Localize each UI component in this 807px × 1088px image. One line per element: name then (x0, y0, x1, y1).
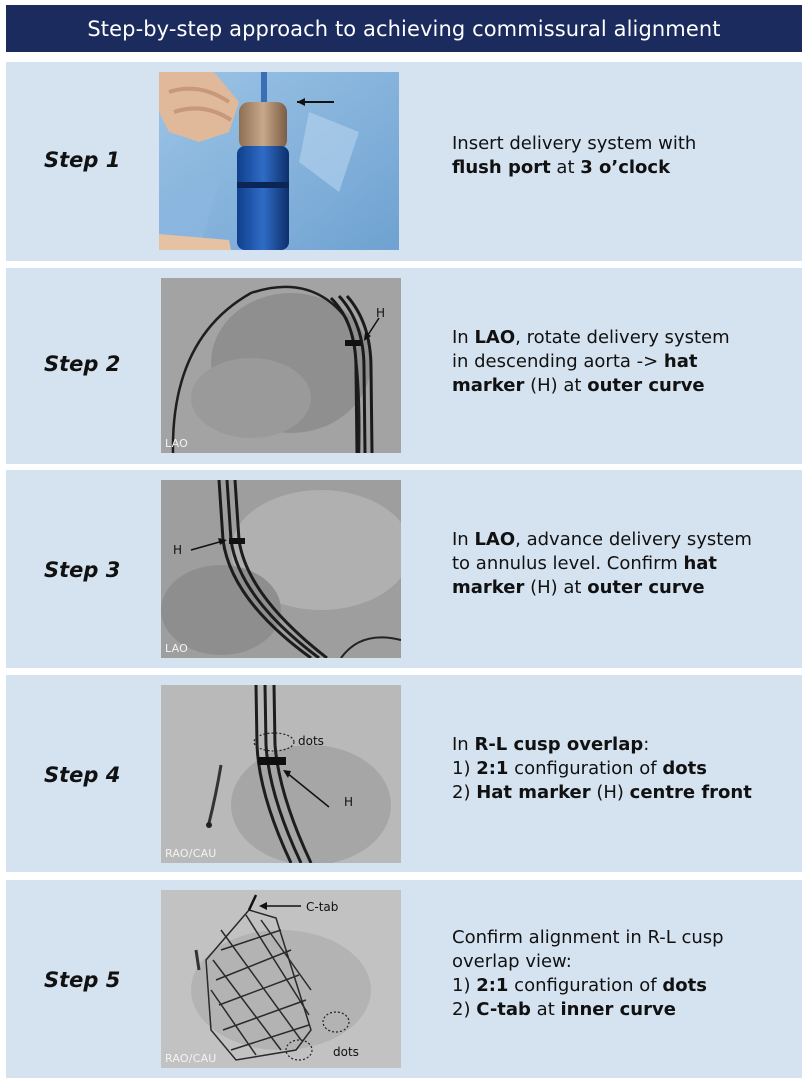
step-label: Step 2 (44, 352, 121, 376)
emphasis-text: dots (662, 758, 707, 779)
view-label: RAO/CAU (165, 1052, 217, 1065)
body-text: : (643, 734, 650, 755)
body-text: (H) at (524, 375, 588, 396)
body-text: In (452, 529, 475, 550)
emphasis-text: LAO (474, 529, 516, 550)
step-panel-2: Step 2 LAO H In LAO, rotate delivery sys… (6, 268, 802, 464)
body-text: configuration of (508, 975, 663, 996)
body-text: , rotate delivery system (515, 327, 730, 348)
body-text: Confirm alignment in R-L cusp (452, 927, 724, 948)
step-label: Step 5 (44, 968, 121, 992)
dots-annotation: dots (333, 1045, 359, 1059)
emphasis-text: marker (452, 375, 525, 396)
body-text: at (530, 999, 561, 1020)
emphasis-text: C-tab (476, 999, 531, 1020)
body-text: configuration of (508, 758, 663, 779)
body-text: to annulus level. Confirm (452, 553, 684, 574)
delivery-system-photo (159, 72, 399, 250)
emphasis-text: 2:1 (476, 975, 509, 996)
step-panel-4: Step 4 RAO/CAU dots H In R-L cusp overla… (6, 675, 802, 872)
emphasis-text: outer curve (587, 577, 705, 598)
hat-marker-annotation: H (173, 543, 183, 557)
emphasis-text: hat (663, 351, 698, 372)
body-text: 1) (452, 975, 477, 996)
hat-marker-annotation: H (376, 306, 386, 320)
step-label: Step 4 (44, 763, 121, 787)
hat-marker-annotation: H (344, 795, 354, 809)
page-title: Step-by-step approach to achieving commi… (6, 5, 802, 52)
emphasis-text: 3 o’clock (580, 157, 671, 178)
step-label: Step 3 (44, 558, 121, 582)
emphasis-text: 2:1 (476, 758, 509, 779)
body-text: In (452, 327, 475, 348)
c-tab-annotation: C-tab (306, 900, 339, 914)
body-text: (H) at (524, 577, 588, 598)
body-text: (H) (590, 782, 630, 803)
emphasis-text: LAO (474, 327, 516, 348)
body-text: overlap view: (452, 951, 572, 972)
step-panel-5: Step 5 RAO/CAU C-tab dots Confirm alignm… (6, 880, 802, 1078)
fluoroscopy-image-rao-cau: RAO/CAU (161, 685, 401, 863)
body-text: In (452, 734, 475, 755)
emphasis-text: outer curve (587, 375, 705, 396)
body-text: 2) (452, 782, 477, 803)
emphasis-text: inner curve (560, 999, 676, 1020)
body-text: 1) (452, 758, 477, 779)
view-label: LAO (165, 437, 188, 450)
step-label: Step 1 (44, 148, 121, 172)
fluoroscopy-image-lao: LAO (161, 278, 401, 453)
view-label: LAO (165, 642, 188, 655)
fluoroscopy-image-rao-cau: RAO/CAU (161, 890, 401, 1068)
emphasis-text: marker (452, 577, 525, 598)
view-label: RAO/CAU (165, 847, 217, 860)
step-description: In R-L cusp overlap: 1) 2:1 configuration… (452, 733, 792, 805)
step-panel-3: Step 3 LAO H In LAO, advance delivery sy… (6, 470, 802, 668)
step-description: In LAO, advance delivery system to annulu… (452, 528, 792, 600)
emphasis-text: hat (683, 553, 718, 574)
emphasis-text: R-L cusp overlap (474, 734, 644, 755)
emphasis-text: flush port (452, 157, 551, 178)
step-description: Insert delivery system with flush port at… (452, 132, 792, 180)
emphasis-text: Hat marker (476, 782, 591, 803)
body-text: , advance delivery system (515, 529, 752, 550)
body-text: 2) (452, 999, 477, 1020)
emphasis-text: dots (662, 975, 707, 996)
fluoroscopy-image-lao: LAO (161, 480, 401, 658)
body-text: in descending aorta -> (452, 351, 664, 372)
dots-annotation: dots (298, 734, 324, 748)
step-panel-1: Step 1 (6, 62, 802, 261)
body-text: Insert delivery system with (452, 133, 697, 154)
step-description: In LAO, rotate delivery system in descend… (452, 326, 792, 398)
body-text: at (550, 157, 581, 178)
step-description: Confirm alignment in R-L cusp overlap vie… (452, 926, 792, 1022)
emphasis-text: centre front (629, 782, 752, 803)
